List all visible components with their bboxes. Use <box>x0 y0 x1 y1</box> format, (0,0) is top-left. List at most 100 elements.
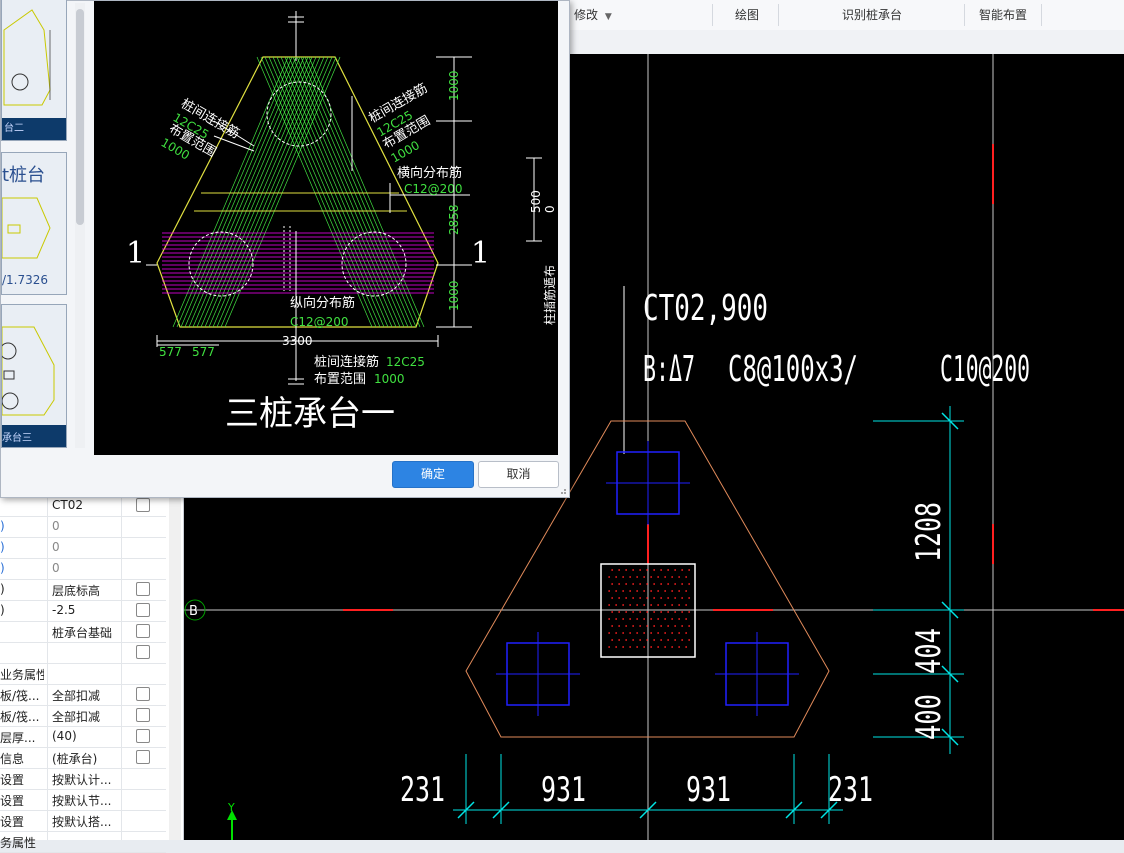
hatch-dot <box>636 618 639 620</box>
hatch-dot <box>608 590 611 592</box>
hatch-dot <box>629 576 632 578</box>
thumbnail-scrollbar[interactable] <box>75 3 85 448</box>
property-row[interactable]: )0 <box>0 558 166 580</box>
property-checkbox[interactable] <box>136 603 150 617</box>
dim-tick <box>941 412 959 430</box>
ok-button[interactable]: 确定 <box>392 461 474 488</box>
hatch-dot <box>608 604 611 606</box>
property-row[interactable]: 务属性 <box>0 831 166 853</box>
cancel-button[interactable]: 取消 <box>478 461 559 488</box>
hatch-dot <box>646 597 649 599</box>
property-checkbox[interactable] <box>136 645 150 659</box>
property-checkbox[interactable] <box>136 750 150 764</box>
pile-cap-outline[interactable] <box>465 420 830 738</box>
dim-tick <box>820 801 838 819</box>
property-row[interactable]: 信息(桩承台) <box>0 747 166 769</box>
property-value[interactable]: 按默认节... <box>52 794 112 808</box>
hatch-dot <box>625 611 628 613</box>
property-row[interactable]: 板/筏... 全部扣减 <box>0 684 166 706</box>
property-row[interactable]: )0 <box>0 516 166 538</box>
hatch-dot <box>681 597 684 599</box>
smart-layout-group[interactable]: 智能布置 <box>979 0 1027 30</box>
property-value[interactable]: (40) <box>52 729 77 743</box>
hatch-dot <box>639 639 642 641</box>
hatch-dot <box>660 639 663 641</box>
property-row[interactable]: ) -2.5 <box>0 600 166 622</box>
identify-group[interactable]: 识别桩承台 <box>842 0 902 30</box>
property-checkbox[interactable] <box>136 708 150 722</box>
property-row[interactable]: 板/筏...全部扣减 <box>0 705 166 727</box>
axis-bubble[interactable] <box>184 599 206 621</box>
hatch-dot <box>653 611 656 613</box>
hatch-dot <box>622 646 625 648</box>
property-checkbox[interactable] <box>136 498 150 512</box>
hatch-dot <box>664 646 667 648</box>
label-range-bottom-val: 1000 <box>374 372 405 386</box>
property-value[interactable]: 按默认搭... <box>52 815 112 829</box>
resize-grip-icon[interactable] <box>559 487 567 495</box>
preview-pile-left <box>188 231 254 297</box>
property-value[interactable]: CT02 <box>52 498 83 512</box>
hatch-line <box>292 56 409 328</box>
property-key: 业务属性 <box>0 668 44 682</box>
property-value[interactable]: -2.5 <box>52 603 76 617</box>
property-scrollbar[interactable] <box>169 495 181 840</box>
property-row[interactable]: )层底标高 <box>0 579 166 601</box>
hatch-dot <box>688 611 691 613</box>
thumbnail-item[interactable]: 台二 <box>1 0 67 141</box>
toolbar-divider <box>712 4 713 26</box>
rebar-label-a: B:Δ7 <box>643 349 695 390</box>
property-value[interactable]: 0 <box>52 519 60 533</box>
draw-group[interactable]: 绘图 <box>735 0 759 30</box>
hatch-dot <box>671 646 674 648</box>
hatch-dot <box>688 639 691 641</box>
ucs-y-label: Y <box>227 801 235 814</box>
hatch-dot <box>632 597 635 599</box>
property-value[interactable]: 层底标高 <box>52 584 101 598</box>
property-key: ) <box>0 603 5 617</box>
thumbnail-item[interactable]: 承台三 <box>1 304 67 448</box>
property-value[interactable]: 桩承台基础 <box>52 626 113 640</box>
hatch-dot <box>639 625 642 627</box>
column-rect[interactable] <box>600 563 696 658</box>
dim-404: 404 <box>909 628 949 674</box>
scrollbar-thumb[interactable] <box>76 9 84 225</box>
hatch-dot <box>664 576 667 578</box>
hatch-dot <box>625 583 628 585</box>
property-value[interactable]: 0 <box>52 540 60 554</box>
property-checkbox[interactable] <box>136 729 150 743</box>
property-value[interactable]: 按默认计... <box>52 773 112 787</box>
property-checkbox[interactable] <box>136 582 150 596</box>
property-row[interactable]: 层厚...(40) <box>0 726 166 748</box>
hatch-dot <box>681 625 684 627</box>
hatch-line <box>280 56 397 328</box>
property-value[interactable]: (桩承台) <box>52 752 98 766</box>
property-key: ) <box>0 561 5 575</box>
hatch-dot <box>678 590 681 592</box>
property-row[interactable]: 设置按默认节... <box>0 789 166 811</box>
dim-bottom: 1000 <box>447 280 461 311</box>
thumbnail-caption: 台二 <box>4 123 24 134</box>
property-row[interactable]: 设置按默认搭... <box>0 810 166 832</box>
property-value[interactable]: 全部扣减 <box>52 710 101 724</box>
property-key: 板/筏... <box>0 689 40 703</box>
property-value[interactable]: 0 <box>52 561 60 575</box>
hatch-dot <box>643 632 646 634</box>
property-row[interactable] <box>0 642 166 664</box>
property-row[interactable]: 设置按默认计... <box>0 768 166 790</box>
property-row[interactable]: 桩承台基础 <box>0 621 166 643</box>
modify-menu[interactable]: 修改 ▼ <box>574 0 612 30</box>
hatch-dot <box>639 583 642 585</box>
hatch-dot <box>622 604 625 606</box>
thumbnail-item[interactable]: t桩台 /1.7326 <box>1 152 67 295</box>
hatch-dot <box>618 597 621 599</box>
property-checkbox[interactable] <box>136 687 150 701</box>
property-row[interactable]: 业务属性 <box>0 663 166 685</box>
dim-tick <box>941 728 959 746</box>
property-row[interactable]: )0 <box>0 537 166 559</box>
hatch-dot <box>608 646 611 648</box>
hatch-dot <box>664 604 667 606</box>
property-checkbox[interactable] <box>136 624 150 638</box>
property-row[interactable]: CT02 <box>0 495 166 517</box>
property-value[interactable]: 全部扣减 <box>52 689 101 703</box>
